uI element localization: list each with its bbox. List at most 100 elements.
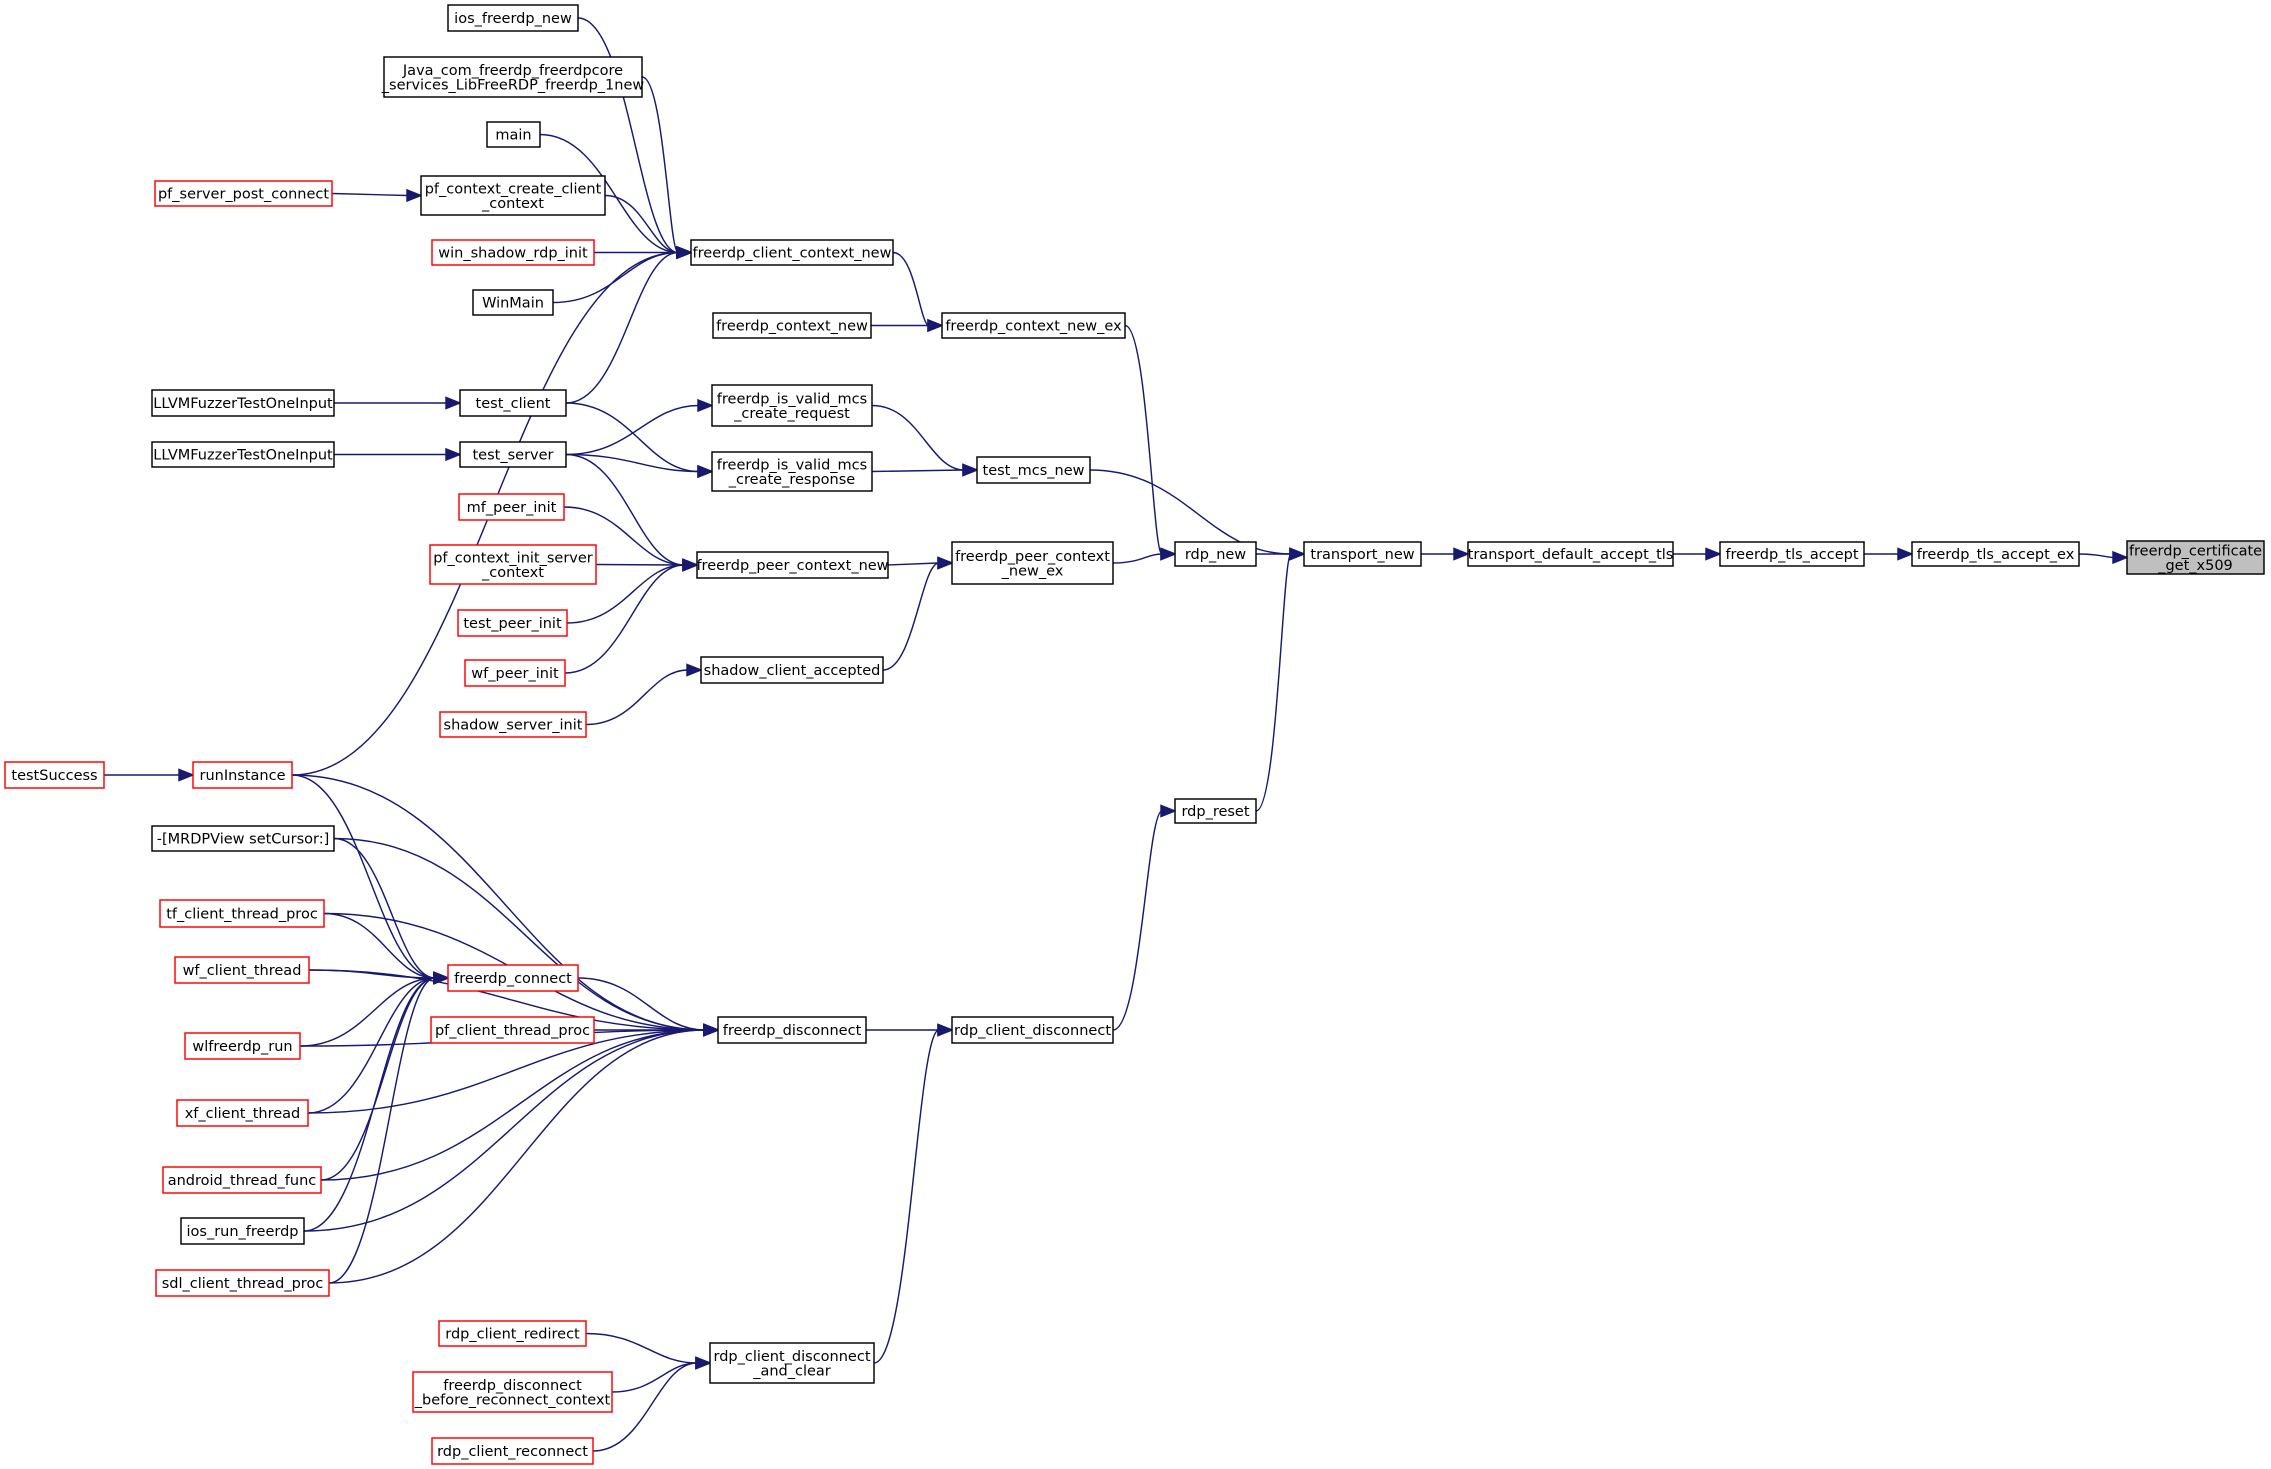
node-test-peer-init[interactable]: test_peer_init bbox=[457, 609, 568, 637]
edge-arrowhead bbox=[697, 464, 714, 479]
node-transport-new[interactable]: transport_new bbox=[1303, 541, 1422, 567]
node-disconnect-and-clear[interactable]: rdp_client_disconnect_and_clear bbox=[709, 1342, 875, 1384]
node-client-context-new[interactable]: freerdp_client_context_new bbox=[690, 239, 894, 266]
node-pf-server-post-connect[interactable]: pf_server_post_connect bbox=[154, 180, 333, 207]
node-android-thread-func[interactable]: android_thread_func bbox=[162, 1166, 322, 1194]
edge-transport-new-to-transport-default-accept-tls bbox=[1421, 547, 1470, 561]
edge-arrowhead bbox=[937, 556, 954, 570]
edge-line bbox=[333, 837, 706, 1031]
node-wf-peer-init[interactable]: wf_peer_init bbox=[464, 659, 566, 687]
edge-line bbox=[323, 912, 436, 979]
node-wlfreerdp-run[interactable]: wlfreerdp_run bbox=[184, 1032, 301, 1060]
node-rdp-client-disconnect[interactable]: rdp_client_disconnect bbox=[951, 1016, 1114, 1044]
edge-line bbox=[328, 1029, 706, 1284]
node-test-server[interactable]: test_server bbox=[459, 441, 567, 468]
edge-test-server-to-valid-mcs-resp bbox=[565, 453, 714, 479]
node-tls-accept[interactable]: freerdp_tls_accept bbox=[1719, 541, 1865, 567]
edge-disconnect-and-clear-to-rdp-client-disconnect bbox=[873, 1023, 954, 1364]
edge-arrowhead bbox=[937, 1023, 954, 1037]
edge-line bbox=[887, 562, 939, 566]
node-freerdp-connect[interactable]: freerdp_connect bbox=[447, 964, 579, 992]
node-tls-accept-ex[interactable]: freerdp_tls_accept_ex bbox=[1911, 541, 2080, 567]
node-transport-default-accept-tls[interactable]: transport_default_accept_tls bbox=[1467, 541, 1674, 567]
edge-line bbox=[882, 562, 940, 671]
node-mf-peer-init[interactable]: mf_peer_init bbox=[458, 493, 565, 521]
edge-wf-peer-init-to-peer-context-new bbox=[564, 558, 699, 674]
edge-mrdp-setcursor-to-freerdp-disconnect bbox=[333, 837, 720, 1037]
edge-line bbox=[333, 837, 436, 979]
edge-client-context-new-to-context-new-ex bbox=[892, 251, 944, 333]
node-box bbox=[431, 1437, 594, 1465]
node-test-client[interactable]: test_client bbox=[459, 389, 567, 417]
node-ios-run-freerdp[interactable]: ios_run_freerdp bbox=[180, 1217, 305, 1245]
node-test-mcs-new[interactable]: test_mcs_new bbox=[976, 456, 1091, 484]
node-label: LLVMFuzzerTestOneInput bbox=[153, 448, 333, 464]
node-rdp-client-reconnect[interactable]: rdp_client_reconnect bbox=[431, 1437, 594, 1465]
node-label: wlfreerdp_run bbox=[192, 1039, 292, 1055]
node-xf-client-thread[interactable]: xf_client_thread bbox=[176, 1099, 309, 1127]
node-pf-ctx-create-client[interactable]: pf_context_create_client_context bbox=[420, 175, 606, 216]
node-shadow-server-init[interactable]: shadow_server_init bbox=[439, 711, 587, 738]
edge-line bbox=[577, 17, 679, 254]
node-root[interactable]: freerdp_certificate_get_x509 bbox=[2126, 540, 2265, 575]
node-mrdp-setcursor[interactable]: -[MRDPView setCursor:] bbox=[151, 825, 335, 852]
node-label: freerdp_peer_context_new bbox=[696, 558, 888, 574]
node-winmain[interactable]: WinMain bbox=[472, 289, 554, 316]
node-valid-mcs-req[interactable]: freerdp_is_valid_mcs_create_request bbox=[711, 384, 873, 427]
edge-line bbox=[871, 469, 964, 473]
node-label: freerdp_certificate bbox=[2129, 543, 2262, 559]
node-tf-client-thread-proc[interactable]: tf_client_thread_proc bbox=[159, 899, 325, 928]
node-run-instance[interactable]: runInstance bbox=[192, 761, 293, 789]
node-label: rdp_new bbox=[1185, 547, 1246, 563]
node-label: WinMain bbox=[482, 296, 544, 312]
edge-line bbox=[320, 1029, 706, 1181]
node-box bbox=[457, 609, 568, 637]
node-box bbox=[459, 389, 567, 417]
node-win-shadow-rdp-init[interactable]: win_shadow_rdp_init bbox=[431, 239, 595, 266]
node-label: testSuccess bbox=[11, 768, 97, 784]
node-test-success[interactable]: testSuccess bbox=[4, 761, 105, 789]
node-box bbox=[711, 451, 873, 492]
node-peer-context-new[interactable]: freerdp_peer_context_new bbox=[696, 551, 889, 579]
node-ios-freerdp-new[interactable]: ios_freerdp_new bbox=[447, 4, 579, 32]
node-rdp-client-redirect[interactable]: rdp_client_redirect bbox=[438, 1320, 587, 1347]
edge-rdp-client-disconnect-to-rdp-reset bbox=[1112, 804, 1177, 1031]
node-box bbox=[151, 441, 335, 468]
node-sdl-client-thread-proc[interactable]: sdl_client_thread_proc bbox=[155, 1269, 330, 1297]
node-context-new[interactable]: freerdp_context_new bbox=[712, 312, 872, 339]
node-disconnect-before-reconnect[interactable]: freerdp_disconnect_before_reconnect_cont… bbox=[412, 1371, 613, 1413]
node-label: _context bbox=[481, 196, 544, 212]
edge-line bbox=[585, 669, 689, 726]
edge-line bbox=[563, 506, 685, 566]
edge-arrowhead bbox=[445, 396, 462, 410]
edge-line bbox=[564, 564, 685, 674]
edge-arrowhead bbox=[1705, 547, 1722, 561]
node-label: rdp_client_reconnect bbox=[437, 1444, 588, 1460]
node-llvm2[interactable]: LLVMFuzzerTestOneInput bbox=[151, 441, 335, 468]
node-pf-client-thread-proc[interactable]: pf_client_thread_proc bbox=[430, 1016, 595, 1044]
edge-android-thread-func-to-freerdp-connect bbox=[320, 971, 450, 1181]
node-valid-mcs-resp[interactable]: freerdp_is_valid_mcs_create_response bbox=[711, 451, 873, 492]
node-box bbox=[412, 1371, 613, 1413]
node-wf-client-thread[interactable]: wf_client_thread bbox=[174, 956, 310, 984]
node-label: runInstance bbox=[199, 768, 285, 784]
node-box bbox=[431, 239, 595, 266]
node-label: shadow_server_init bbox=[444, 718, 583, 734]
node-rdp-new[interactable]: rdp_new bbox=[1174, 541, 1257, 567]
node-label: _create_request bbox=[733, 406, 850, 422]
node-label: _services_LibFreeRDP_freerdp_1new bbox=[381, 77, 645, 93]
node-pf-ctx-init-server[interactable]: pf_context_init_server_context bbox=[429, 544, 597, 585]
node-java-new[interactable]: Java_com_freerdp_freerdpcore_services_Li… bbox=[381, 56, 645, 98]
node-main[interactable]: main bbox=[486, 121, 541, 148]
node-context-new-ex[interactable]: freerdp_context_new_ex bbox=[941, 312, 1126, 339]
node-peer-context-new-ex[interactable]: freerdp_peer_context_new_ex bbox=[951, 541, 1114, 585]
node-box bbox=[696, 551, 889, 579]
node-shadow-client-accepted[interactable]: shadow_client_accepted bbox=[700, 656, 884, 684]
node-freerdp-disconnect[interactable]: freerdp_disconnect bbox=[717, 1016, 867, 1044]
node-llvm1[interactable]: LLVMFuzzerTestOneInput bbox=[151, 389, 335, 417]
node-label: transport_new bbox=[1310, 547, 1414, 563]
edge-line bbox=[328, 977, 436, 1284]
node-rdp-reset[interactable]: rdp_reset bbox=[1174, 798, 1257, 824]
edge-arrowhead bbox=[2112, 550, 2129, 565]
node-box bbox=[690, 239, 894, 266]
